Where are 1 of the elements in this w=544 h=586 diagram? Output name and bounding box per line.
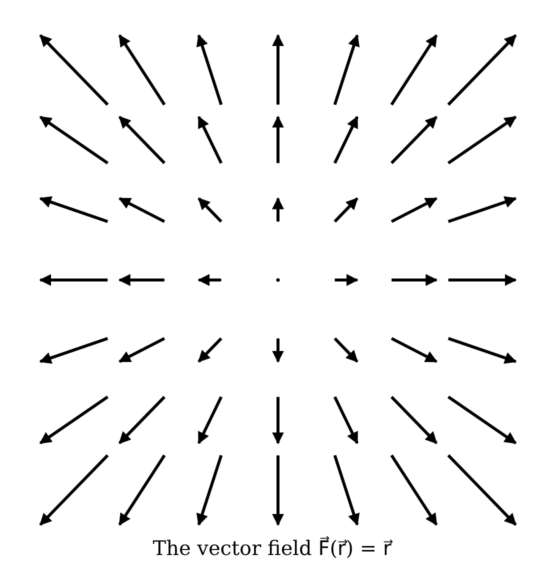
caption: The vector field F⃗(r⃗) = r⃗ xyxy=(152,536,392,560)
